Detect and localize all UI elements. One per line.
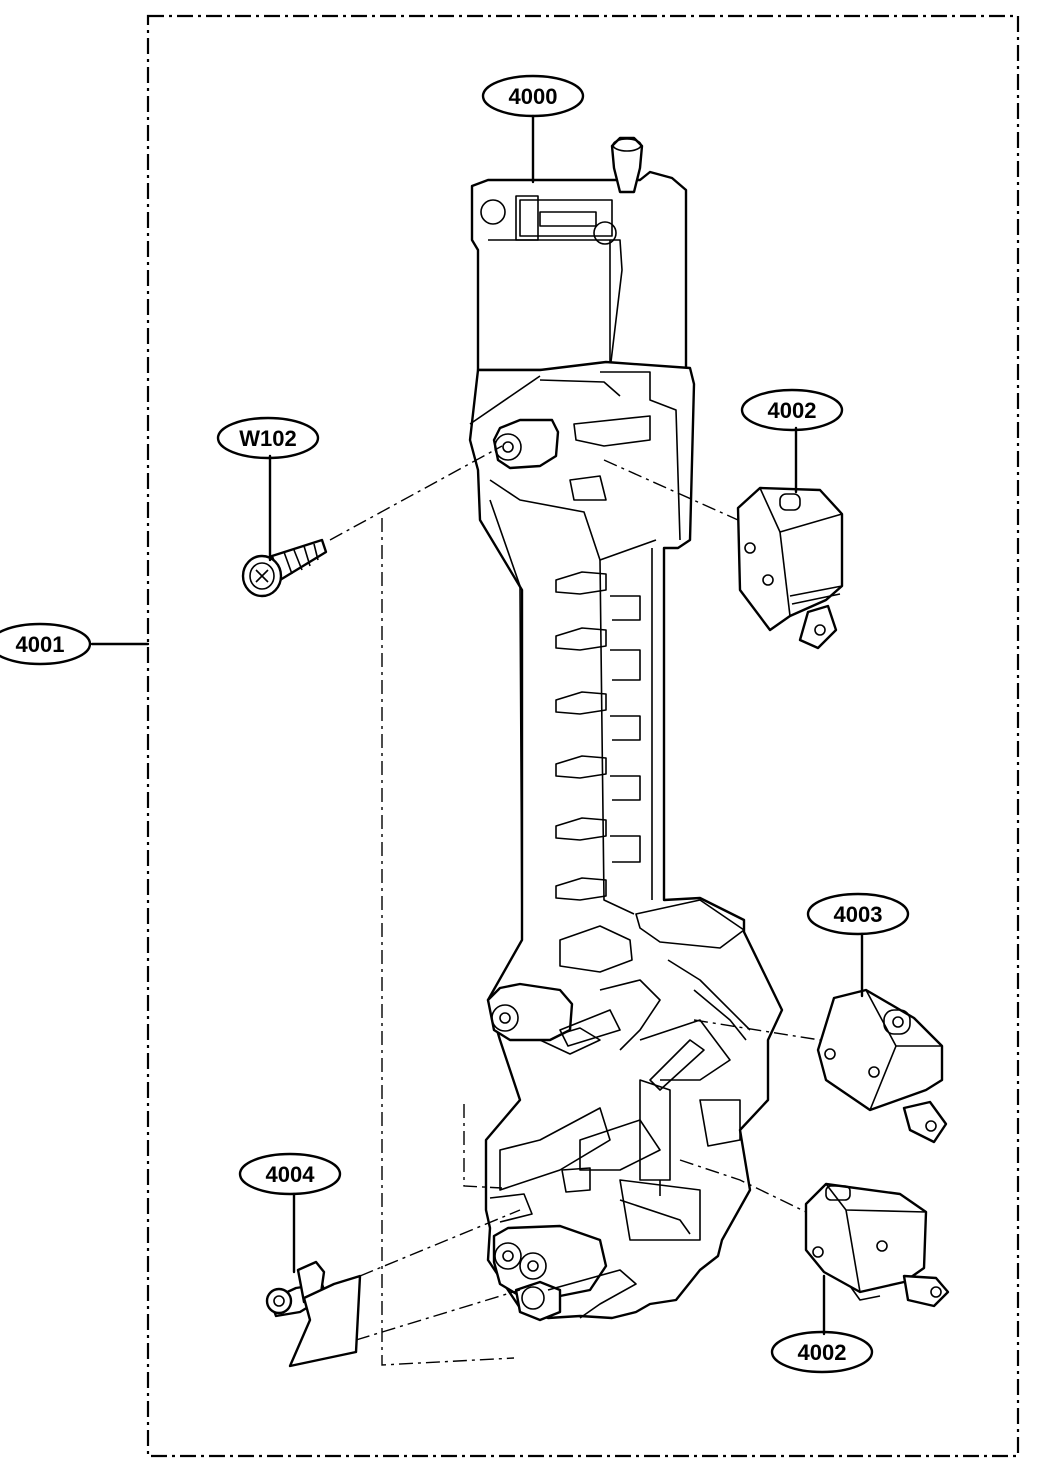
- switch-4002-lower: [804, 1182, 950, 1308]
- assembly-guide-lines: [329, 445, 821, 1366]
- callout-4002-upper: 4002: [740, 388, 844, 432]
- assembly-frame: [146, 14, 1020, 1458]
- lever-4004: [265, 1260, 362, 1368]
- callout-4001: 4001: [0, 622, 92, 666]
- latch-board-4000: [468, 136, 784, 1322]
- callout-4004-text: 4004: [266, 1162, 316, 1187]
- callout-4001-text: 4001: [16, 632, 65, 657]
- callout-4000: 4000: [481, 74, 585, 118]
- callout-4003: 4003: [806, 892, 910, 936]
- callout-4000-text: 4000: [509, 84, 558, 109]
- callout-leaders: [268, 114, 864, 1336]
- callout-4003-text: 4003: [834, 902, 883, 927]
- callout-4002-lower-text: 4002: [798, 1340, 847, 1365]
- callout-4002-lower: 4002: [770, 1330, 874, 1374]
- callout-4002-upper-text: 4002: [768, 398, 817, 423]
- screw-W102: [241, 538, 328, 598]
- callout-W102-text: W102: [239, 426, 296, 451]
- callout-4004: 4004: [238, 1152, 342, 1196]
- switch-4003: [816, 988, 948, 1144]
- switch-4002-upper: [736, 486, 844, 650]
- callout-W102: W102: [216, 416, 320, 460]
